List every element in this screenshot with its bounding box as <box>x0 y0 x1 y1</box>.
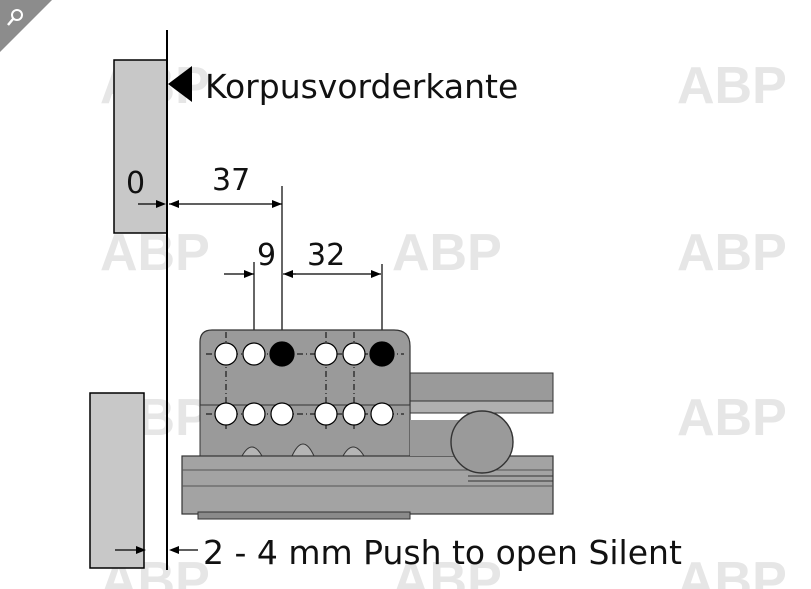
hole <box>214 402 238 426</box>
zero-label: 0 <box>126 166 145 201</box>
watermark: ABP <box>677 552 787 589</box>
runner-hardware <box>181 329 554 520</box>
magnifier-icon[interactable] <box>0 0 52 52</box>
watermark: ABP <box>392 224 502 282</box>
hole <box>242 342 266 366</box>
gap-arrowhead-left <box>136 546 146 554</box>
hole <box>342 342 366 366</box>
hole <box>314 342 338 366</box>
hole-row-bottom <box>214 402 394 426</box>
hole-filled <box>269 341 295 367</box>
hole-filled <box>369 341 395 367</box>
gap-note-label: 2 - 4 mm Push to open Silent <box>203 533 682 572</box>
zero-arrowhead <box>156 200 166 208</box>
hole-row-top <box>214 341 395 367</box>
front-edge-label: Korpusvorderkante <box>205 67 518 106</box>
triangle-marker-icon <box>168 66 192 102</box>
watermark: ABP <box>392 552 502 589</box>
hole <box>370 402 394 426</box>
dim-32-label: 32 <box>307 238 345 273</box>
drawer-front-panel <box>89 392 145 569</box>
cabinet-front-panel <box>113 59 168 234</box>
dim-9-arrowhead-left <box>244 270 254 278</box>
watermark: ABP <box>677 224 787 282</box>
hole <box>214 342 238 366</box>
watermark: ABP <box>677 389 787 447</box>
watermark: ABP <box>677 57 787 115</box>
dim-37-arrowhead-left <box>169 200 179 208</box>
hole <box>342 402 366 426</box>
dim-9-label: 9 <box>257 238 276 273</box>
dim-37-arrowhead-right <box>272 200 282 208</box>
hole <box>314 402 338 426</box>
hole <box>242 402 266 426</box>
gap-arrowhead-right <box>169 546 179 554</box>
dim-32-arrowhead-right <box>371 270 381 278</box>
hole <box>270 402 294 426</box>
dim-37-label: 37 <box>212 163 250 198</box>
